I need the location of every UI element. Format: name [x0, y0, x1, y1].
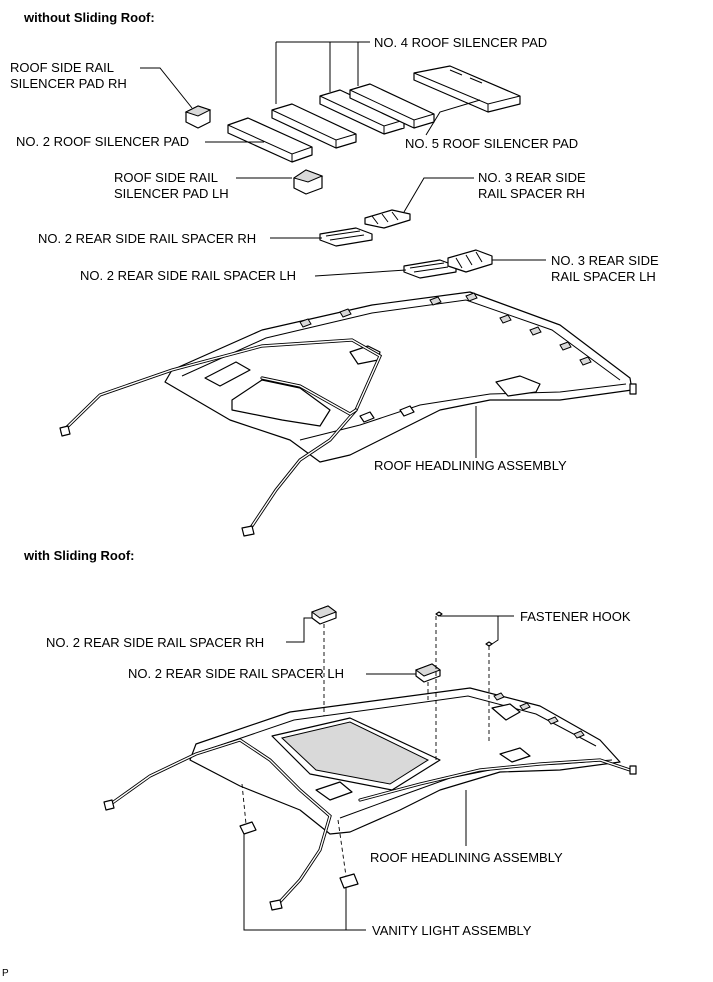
no2-rear-side-rail-spacer-lh-top: [403, 259, 457, 279]
label-roof-side-rail-silencer-pad-lh: ROOF SIDE RAIL SILENCER PAD LH: [114, 170, 229, 201]
vanity-light-assembly-right: [339, 873, 359, 889]
label-no2-roof-silencer-pad: NO. 2 ROOF SILENCER PAD: [16, 134, 190, 149]
label-no3-rear-side-rail-spacer-rh: NO. 3 REAR SIDE RAIL SPACER RH: [478, 170, 586, 201]
label-no4-roof-silencer-pad: NO. 4 ROOF SILENCER PAD: [374, 35, 548, 50]
section-header-with-sliding-roof: with Sliding Roof:: [24, 548, 135, 563]
no2-rear-side-rail-spacer-rh-bottom: [310, 605, 338, 625]
no4-roof-silencer-pads: [271, 83, 435, 149]
section-header-without-sliding-roof: without Sliding Roof:: [24, 10, 155, 25]
label-no2-rear-side-rail-spacer-lh-top: NO. 2 REAR SIDE RAIL SPACER LH: [80, 268, 297, 283]
roof-headlining-assembly-bottom: [103, 687, 637, 911]
no5-roof-silencer-pad: [413, 65, 521, 113]
vanity-light-assembly-left: [239, 821, 257, 835]
no2-rear-side-rail-spacer-lh-bottom: [414, 663, 442, 683]
label-no2-rear-side-rail-spacer-rh-bottom: NO. 2 REAR SIDE RAIL SPACER RH: [46, 635, 265, 650]
label-no3-rear-side-rail-spacer-lh: NO. 3 REAR SIDE RAIL SPACER LH: [551, 253, 659, 284]
label-roof-headlining-assembly-bottom: ROOF HEADLINING ASSEMBLY: [370, 850, 563, 865]
dashed-drop-lines: [241, 616, 490, 877]
label-no2-rear-side-rail-spacer-rh-top: NO. 2 REAR SIDE RAIL SPACER RH: [38, 231, 257, 246]
roof-side-rail-silencer-pad-rh: [184, 105, 212, 129]
roof-side-rail-silencer-pad-lh: [292, 169, 324, 195]
fastener-hook-icons: [435, 611, 493, 647]
leader-lines-top: [140, 41, 546, 458]
label-roof-side-rail-silencer-pad-rh: ROOF SIDE RAIL SILENCER PAD RH: [10, 60, 127, 91]
no3-rear-side-rail-spacer-rh: [364, 209, 411, 229]
roof-headlining-assembly-top: [59, 291, 637, 537]
footer-code: P: [2, 968, 9, 979]
label-roof-headlining-assembly-top: ROOF HEADLINING ASSEMBLY: [374, 458, 567, 473]
label-fastener-hook: FASTENER HOOK: [520, 609, 631, 624]
label-no5-roof-silencer-pad: NO. 5 ROOF SILENCER PAD: [405, 136, 579, 151]
label-no2-rear-side-rail-spacer-lh-bottom: NO. 2 REAR SIDE RAIL SPACER LH: [128, 666, 345, 681]
no2-rear-side-rail-spacer-rh-top: [319, 227, 373, 247]
no2-roof-silencer-pad: [227, 117, 313, 163]
leader-lines-bottom: [243, 615, 514, 931]
no3-rear-side-rail-spacer-lh: [447, 249, 493, 273]
label-vanity-light-assembly: VANITY LIGHT ASSEMBLY: [372, 923, 532, 938]
